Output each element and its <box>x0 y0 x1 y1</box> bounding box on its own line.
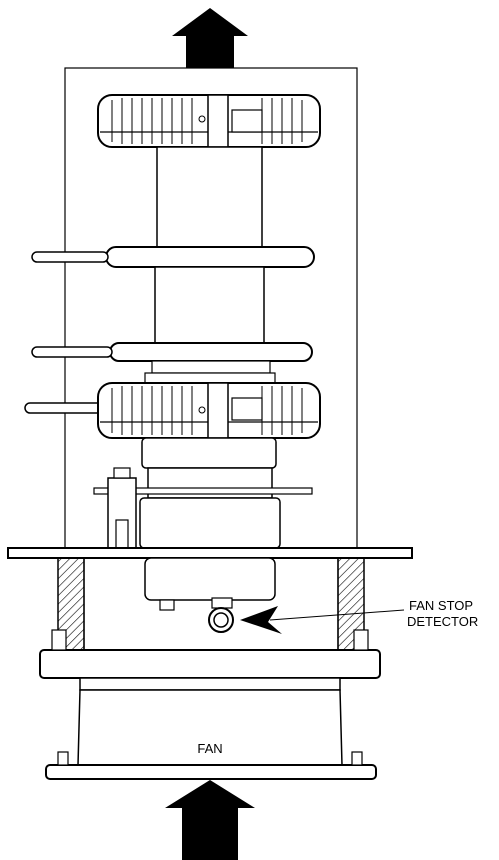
deck-plate <box>7 547 413 559</box>
fan-stop-detector <box>159 597 234 633</box>
fan-label: FAN <box>197 741 223 756</box>
arrow-left-icon <box>240 606 405 634</box>
flange-ring-upper <box>31 246 315 268</box>
fan-stop-detector-label-line1: FAN STOP <box>409 598 474 613</box>
arrow-up-icon <box>172 8 248 68</box>
tube-socket <box>93 437 313 549</box>
heat-sink-lower <box>24 382 321 439</box>
socket-base <box>144 557 276 601</box>
tube-body-middle <box>154 266 265 344</box>
mounting-bracket <box>107 467 137 549</box>
fan-housing <box>39 629 381 780</box>
arrow-up-icon <box>165 780 255 860</box>
heat-sink-top <box>97 94 321 148</box>
tube-body-upper <box>156 146 263 248</box>
fan-stop-detector-label-line2: DETECTOR <box>407 614 479 629</box>
flange-ring-middle <box>31 342 313 362</box>
